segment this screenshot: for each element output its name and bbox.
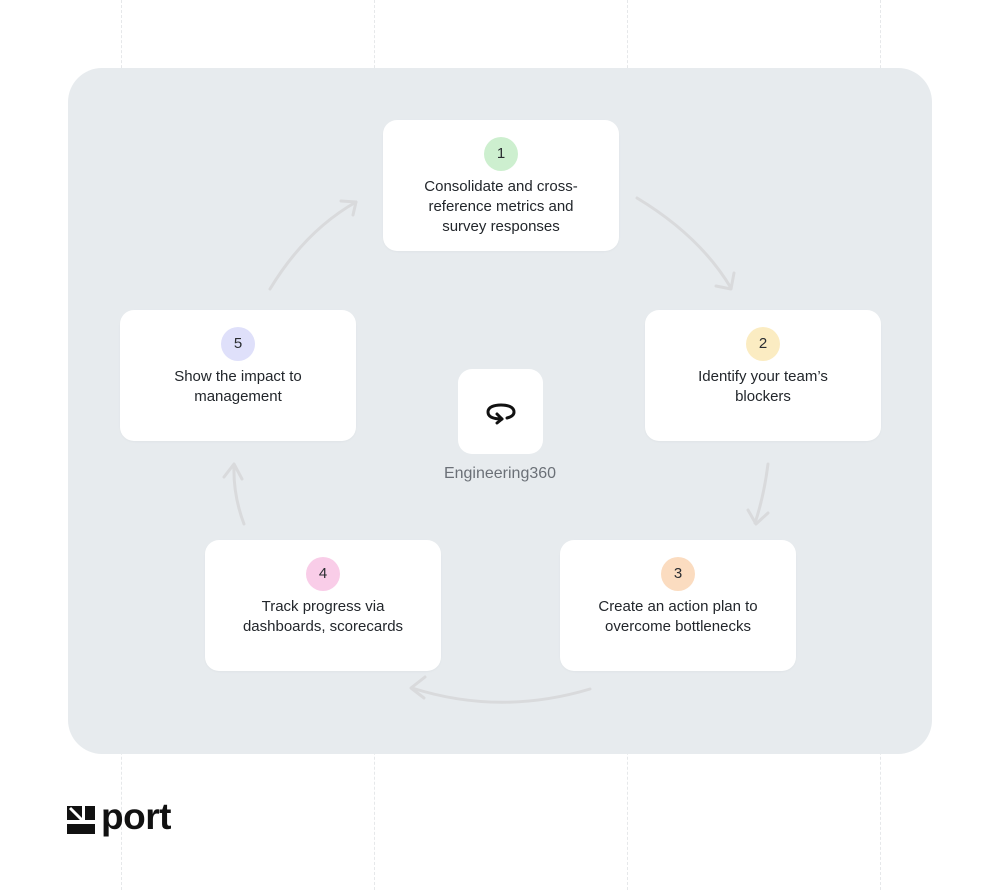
step-card-5: 5 Show the impact to management <box>120 310 356 441</box>
step-number-badge: 5 <box>221 327 255 361</box>
port-logo-icon <box>67 806 95 834</box>
arrow-4-to-5-head <box>222 462 244 481</box>
step-description: Consolidate and cross- reference metrics… <box>424 178 578 235</box>
step-description: Identify your team’s blockers <box>698 368 828 405</box>
center-label: Engineering360 <box>443 465 557 482</box>
step-card-3: 3 Create an action plan to overcome bott… <box>560 540 796 671</box>
arrow-1-to-2-head <box>714 271 736 291</box>
arrow-3-to-4 <box>410 686 592 704</box>
cycle-icon <box>486 403 516 425</box>
arrow-2-to-3-head <box>746 508 770 526</box>
step-number-badge: 2 <box>746 327 780 361</box>
arrow-1-to-2 <box>635 196 733 290</box>
step-card-2: 2 Identify your team’s blockers <box>645 310 881 441</box>
step-number-badge: 3 <box>661 557 695 591</box>
brand-name: port <box>101 796 171 837</box>
arrow-4-to-5 <box>232 463 246 526</box>
arrow-5-to-1 <box>268 200 358 291</box>
step-description: Track progress via dashboards, scorecard… <box>242 598 404 635</box>
step-description: Show the impact to management <box>174 368 302 405</box>
step-number-badge: 4 <box>306 557 340 591</box>
step-card-1: 1 Consolidate and cross- reference metri… <box>383 120 619 251</box>
center-tile <box>458 369 543 454</box>
step-description: Create an action plan to overcome bottle… <box>598 598 758 635</box>
arrow-3-to-4-head <box>409 675 427 700</box>
arrow-5-to-1-head <box>339 199 358 217</box>
arrow-2-to-3 <box>753 462 770 525</box>
step-number-badge: 1 <box>484 137 518 171</box>
step-card-4: 4 Track progress via dashboards, scoreca… <box>205 540 441 671</box>
